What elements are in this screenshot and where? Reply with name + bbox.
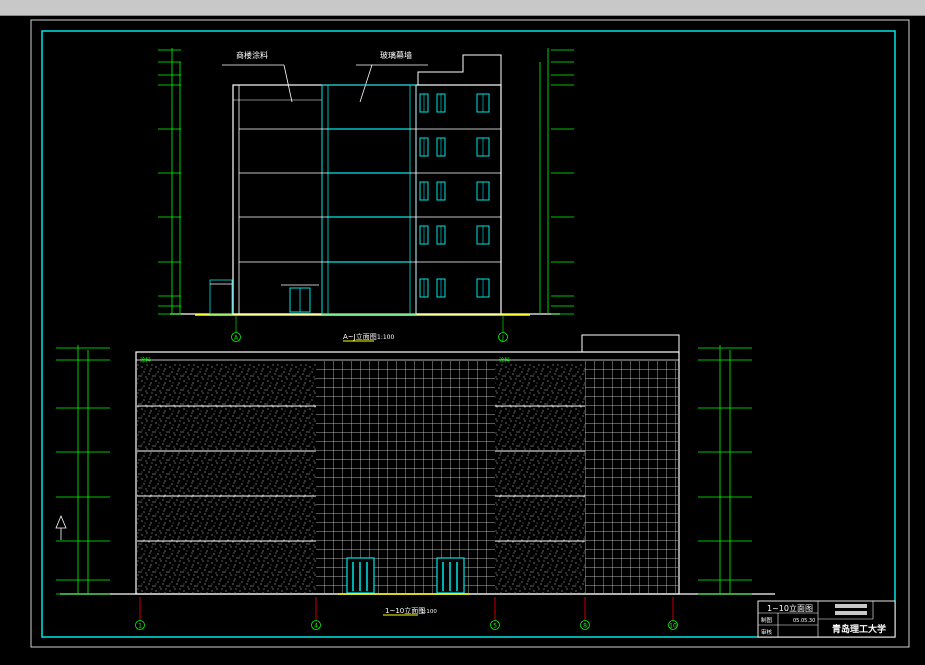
upper-building-outline — [232, 84, 502, 315]
axis-label-a: A — [234, 335, 239, 342]
lower-axis-label: 4 — [314, 623, 318, 630]
axis-bubble-a — [231, 332, 241, 342]
lower-axis-label: 5 — [493, 623, 497, 630]
grid-panel-right — [585, 361, 678, 593]
lower-axis-label: 1 — [138, 623, 142, 630]
lower-elevation: 涂料 涂料 1 4 5 8 10 1~10立面图 1:100 — [55, 334, 775, 630]
curtain-wall — [321, 84, 417, 315]
lower-axis-bubble — [311, 620, 321, 630]
lower-axis-bubble — [490, 620, 500, 630]
grid-panel-center — [316, 361, 495, 593]
lower-axis-label: 10 — [669, 623, 677, 630]
wall-panel-left — [137, 364, 316, 593]
wall-label-left: 涂料 — [140, 356, 152, 364]
upper-elevation: A J 商楼涂料 玻璃幕墙 A~J立面图 1:100 — [158, 48, 574, 342]
lower-axis-bubble — [668, 620, 678, 630]
title-block-date: 05.05.30 — [793, 618, 815, 624]
wall-panel-middle — [495, 364, 585, 593]
axis-bubble-j — [498, 332, 508, 342]
title-block-drawing-name: 1~10立面图 — [767, 603, 813, 613]
upper-elevation-scale: 1:100 — [377, 334, 394, 341]
drawing-border — [41, 30, 896, 638]
label-glass-curtain: 玻璃幕墙 — [380, 50, 412, 60]
lower-axis-bubble — [135, 620, 145, 630]
lower-elevation-title: 1~10立面图 — [385, 606, 425, 615]
title-block-school: 青岛理工大学 — [832, 623, 886, 635]
title-block: 1~10立面图 制图 审核 05.05.30 青岛理工大学 — [757, 600, 896, 638]
axis-label-j: J — [501, 335, 504, 342]
title-bar — [0, 0, 925, 16]
outer-frame — [30, 19, 910, 648]
title-block-role-1: 制图 — [761, 616, 773, 624]
lower-axis-label: 8 — [583, 623, 587, 630]
lower-axis-bubble — [580, 620, 590, 630]
lower-elevation-scale: 1:100 — [421, 609, 437, 615]
wall-label-right: 涂料 — [499, 356, 511, 364]
upper-elevation-title: A~J立面图 — [343, 332, 377, 341]
label-paint: 商楼涂料 — [236, 50, 268, 60]
title-block-role-2: 审核 — [761, 628, 773, 636]
